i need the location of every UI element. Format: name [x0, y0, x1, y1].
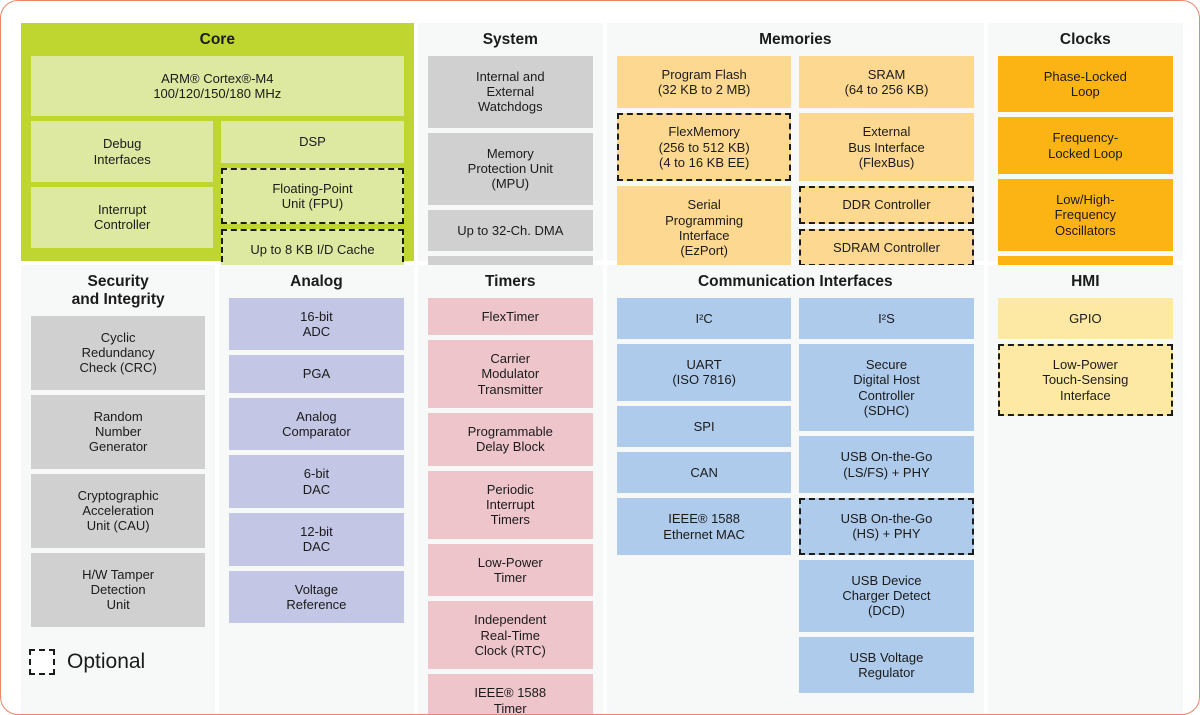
block-usb-on-the-go-ls-fs-phy[interactable]: USB On-the-Go (LS/FS) + PHY — [799, 436, 974, 494]
block-carrier-modulator-transmitter[interactable]: Carrier Modulator Transmitter — [427, 340, 593, 409]
panel-memories: Memories Program Flash (32 KB to 2 MB)Fl… — [606, 23, 984, 328]
block-ieee-1588-ethernet-mac[interactable]: IEEE® 1588 Ethernet MAC — [616, 498, 792, 556]
block-16-bit-adc[interactable]: 16-bit ADC — [229, 297, 404, 351]
block-debug-interfaces[interactable]: Debug Interfaces — [31, 121, 214, 183]
block-analog-comparator[interactable]: Analog Comparator — [229, 397, 404, 451]
block-serial-programming-interface-ezport[interactable]: Serial Programming Interface (EzPort) — [616, 186, 792, 270]
block-gpio[interactable]: GPIO — [997, 297, 1173, 340]
block-secure-digital-host-controller-sdhc[interactable]: Secure Digital Host Controller (SDHC) — [799, 344, 974, 432]
block-phase-locked-loop[interactable]: Phase-Locked Loop — [997, 55, 1173, 113]
block-spi[interactable]: SPI — [616, 405, 792, 448]
block-usb-on-the-go-hs-phy[interactable]: USB On-the-Go (HS) + PHY — [799, 498, 974, 555]
block-random-number-generator[interactable]: Random Number Generator — [31, 394, 206, 469]
block-cyclic-redundancy-check-crc[interactable]: Cyclic Redundancy Check (CRC) — [31, 315, 206, 390]
security-block-list: Cyclic Redundancy Check (CRC)Random Numb… — [31, 315, 206, 627]
panel-title-core: Core — [199, 31, 235, 48]
block-h-w-tamper-detection-unit[interactable]: H/W Tamper Detection Unit — [31, 552, 206, 627]
block-dsp[interactable]: DSP — [221, 121, 404, 163]
block-low-power-touch-sensing-interface[interactable]: Low-Power Touch-Sensing Interface — [997, 344, 1173, 417]
block-ddr-controller[interactable]: DDR Controller — [799, 186, 974, 224]
block-flextimer[interactable]: FlexTimer — [427, 297, 593, 336]
panel-title-memories: Memories — [759, 31, 832, 48]
legend: Optional — [29, 649, 145, 675]
diagram-board: Core ARM® Cortex®-M4 100/120/150/180 MHz… — [21, 23, 1183, 714]
block-memory-protection-unit-mpu[interactable]: Memory Protection Unit (MPU) — [427, 132, 593, 205]
block-up-to-8-kb-i-d-cache[interactable]: Up to 8 KB I/D Cache — [221, 229, 404, 271]
block-periodic-interrupt-timers[interactable]: Periodic Interrupt Timers — [427, 470, 593, 539]
block-interrupt-controller[interactable]: Interrupt Controller — [31, 187, 214, 248]
memories-right-column: SRAM (64 to 256 KB)External Bus Interfac… — [799, 55, 974, 267]
panel-title-security: Security and Integrity — [71, 273, 165, 308]
top-row: Core ARM® Cortex®-M4 100/120/150/180 MHz… — [21, 23, 1183, 329]
block-program-flash-32-kb-to-2-mb[interactable]: Program Flash (32 KB to 2 MB) — [616, 55, 792, 109]
block-uart-iso-7816[interactable]: UART (ISO 7816) — [616, 344, 792, 401]
block-12-bit-dac[interactable]: 12-bit DAC — [229, 513, 404, 566]
panel-title-analog: Analog — [290, 273, 343, 290]
block-usb-voltage-regulator[interactable]: USB Voltage Regulator — [799, 636, 974, 694]
block-i-c[interactable]: I²C — [616, 297, 792, 340]
block-6-bit-dac[interactable]: 6-bit DAC — [229, 455, 404, 509]
block-sdram-controller[interactable]: SDRAM Controller — [799, 228, 974, 267]
panel-title-clocks: Clocks — [1059, 31, 1111, 48]
block-frequency-locked-loop[interactable]: Frequency- Locked Loop — [997, 117, 1173, 175]
legend-optional-label: Optional — [67, 650, 146, 673]
dashed-square-swatch-icon — [29, 649, 55, 675]
block-cryptographic-acceleration-unit-cau[interactable]: Cryptographic Acceleration Unit (CAU) — [31, 473, 206, 548]
panel-title-hmi: HMI — [1071, 273, 1100, 290]
block-low-power-timer[interactable]: Low-Power Timer — [427, 543, 593, 597]
panel-title-system: System — [482, 31, 538, 48]
block-voltage-reference[interactable]: Voltage Reference — [229, 570, 404, 624]
block-sram-64-to-256-kb[interactable]: SRAM (64 to 256 KB) — [799, 55, 974, 109]
panel-title-communication: Communication Interfaces — [697, 273, 893, 290]
block-flexmemory-256-to-512-kb-4-to-16-kb-ee[interactable]: FlexMemory (256 to 512 KB) (4 to 16 KB E… — [616, 113, 792, 182]
block-arm-cortex-m4[interactable]: ARM® Cortex®-M4 100/120/150/180 MHz — [31, 55, 404, 117]
block-pga[interactable]: PGA — [229, 355, 404, 393]
block-i-s[interactable]: I²S — [799, 297, 974, 340]
block-independent-real-time-clock-rtc[interactable]: Independent Real-Time Clock (RTC) — [427, 601, 593, 670]
block-programmable-delay-block[interactable]: Programmable Delay Block — [427, 413, 593, 466]
block-floating-point-unit-fpu[interactable]: Floating-Point Unit (FPU) — [221, 167, 404, 225]
block-external-bus-interface-flexbus[interactable]: External Bus Interface (FlexBus) — [799, 113, 974, 182]
block-up-to-32-ch-dma[interactable]: Up to 32-Ch. DMA — [427, 209, 593, 252]
block-usb-device-charger-detect-dcd[interactable]: USB Device Charger Detect (DCD) — [799, 559, 974, 632]
block-ieee-1588-timer[interactable]: IEEE® 1588 Timer — [427, 674, 593, 714]
block-can[interactable]: CAN — [616, 452, 792, 494]
panel-security-and-integrity: Security and Integrity Cyclic Redundancy… — [21, 265, 216, 714]
bottom-row: Security and Integrity Cyclic Redundancy… — [21, 265, 1183, 714]
block-low-high-frequency-oscillators[interactable]: Low/High- Frequency Oscillators — [997, 179, 1173, 252]
block-internal-and-external-watchdogs[interactable]: Internal and External Watchdogs — [427, 55, 593, 128]
panel-title-timers: Timers — [484, 273, 536, 290]
security-analog-group: Security and Integrity Cyclic Redundancy… — [21, 265, 414, 714]
panel-core: Core ARM® Cortex®-M4 100/120/150/180 MHz… — [21, 23, 414, 271]
